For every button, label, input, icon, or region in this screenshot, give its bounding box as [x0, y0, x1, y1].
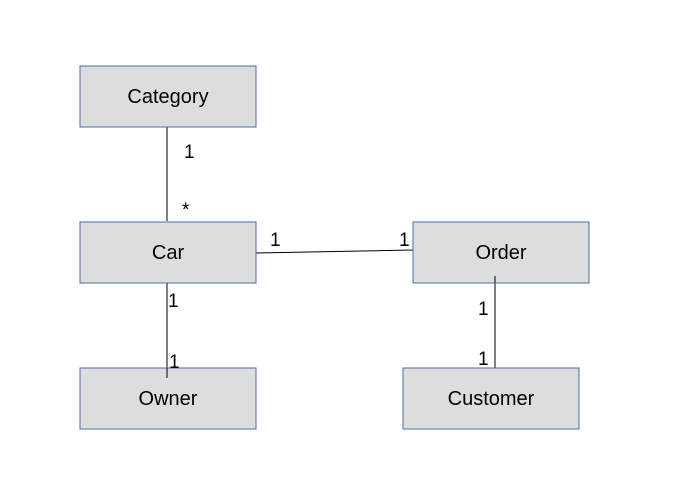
entity-order-box	[412, 221, 590, 284]
entity-owner[interactable]: Owner	[79, 367, 257, 430]
multiplicity-order-customer-customer-end: 1	[478, 349, 489, 370]
entity-car-label: Car	[152, 242, 185, 264]
multiplicity-car-owner-car-end: 1	[168, 291, 179, 312]
entity-owner-label: Owner	[139, 388, 198, 410]
entity-customer[interactable]: Customer	[402, 367, 580, 430]
entity-category-box	[79, 65, 257, 128]
entity-category-label: Category	[127, 86, 208, 108]
multiplicity-category-car-car-end: *	[182, 200, 190, 221]
multiplicity-category-car-category-end: 1	[184, 142, 195, 163]
entity-customer-label: Customer	[448, 388, 535, 410]
multiplicity-order-customer-order-end: 1	[478, 299, 489, 320]
connector-car-order	[255, 249, 414, 254]
entity-car-box	[79, 221, 257, 284]
entity-car[interactable]: Car	[79, 221, 257, 284]
entity-order-label: Order	[475, 242, 526, 264]
entity-category[interactable]: Category	[79, 65, 257, 128]
multiplicity-car-order-order-end: 1	[399, 230, 410, 251]
entity-owner-box	[79, 367, 257, 430]
multiplicity-car-order-car-end: 1	[270, 230, 281, 251]
entity-order[interactable]: Order	[412, 221, 590, 284]
multiplicity-car-owner-owner-end: 1	[169, 352, 180, 373]
entity-customer-box	[402, 367, 580, 430]
